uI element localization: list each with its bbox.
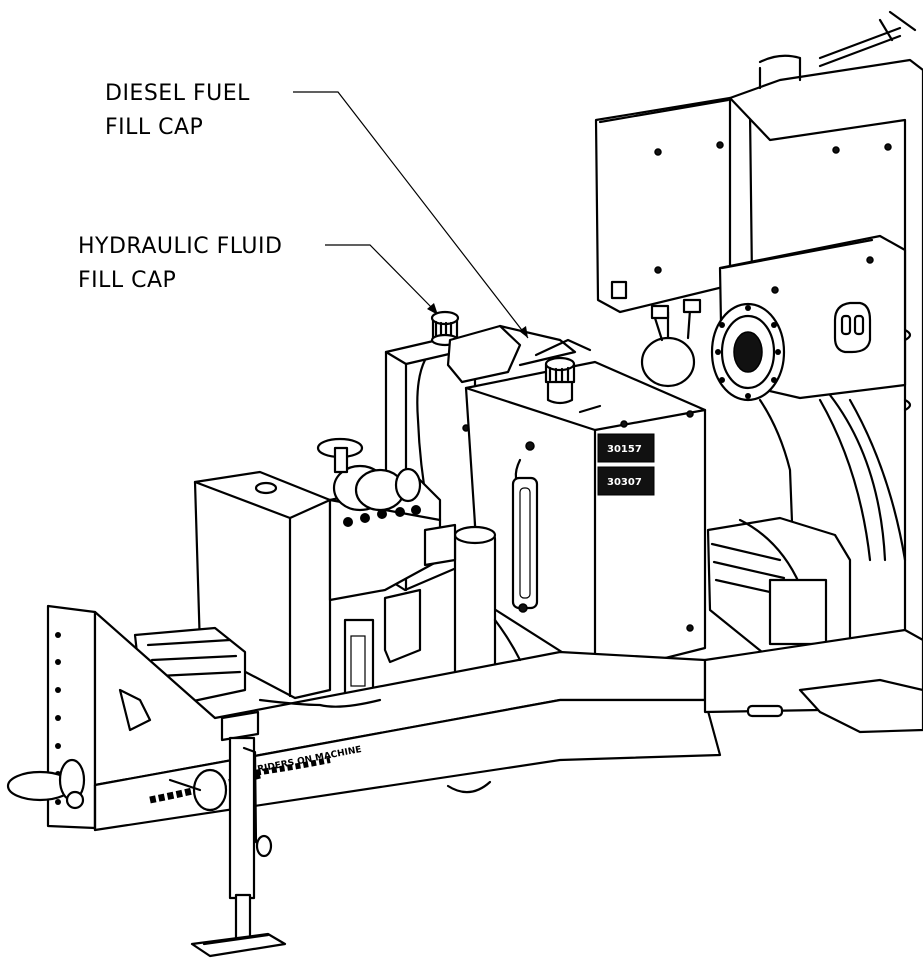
- diesel-fill-cap: [534, 338, 592, 405]
- decal-lower-text: 30307: [607, 477, 642, 488]
- diesel-fuel-callout: DIESEL FUEL FILL CAP: [105, 81, 529, 339]
- right-frame: [728, 10, 923, 650]
- pump-coupling: [640, 298, 786, 402]
- tongue-jack: [190, 710, 287, 958]
- diesel-callout-line2: FILL CAP: [105, 115, 203, 140]
- hydraulic-callout-line1: HYDRAULIC FLUID: [78, 234, 282, 259]
- hydraulic-leader-line: [325, 244, 437, 313]
- decal-lower-plate: [597, 466, 655, 496]
- hitch-coupler: [6, 688, 152, 810]
- solenoid: [343, 588, 422, 700]
- wiring: [168, 618, 522, 792]
- engine-block: [316, 437, 442, 602]
- filter-head: [446, 324, 577, 384]
- support-post: [423, 523, 497, 702]
- battery-box-right: [706, 516, 852, 654]
- diesel-leader-line: [293, 91, 529, 339]
- decal-labels: 30157 30307: [597, 433, 655, 496]
- hydraulic-hoses: [758, 393, 907, 602]
- hydraulic-fluid-callout: HYDRAULIC FLUID FILL CAP: [78, 234, 438, 315]
- hydraulic-callout-line2: FILL CAP: [78, 268, 176, 293]
- diesel-callout-line1: DIESEL FUEL: [105, 81, 250, 106]
- decal-upper-plate: [597, 433, 655, 463]
- decal-upper-text: 30157: [607, 444, 642, 455]
- hydraulic-leader-arrow: [427, 303, 438, 315]
